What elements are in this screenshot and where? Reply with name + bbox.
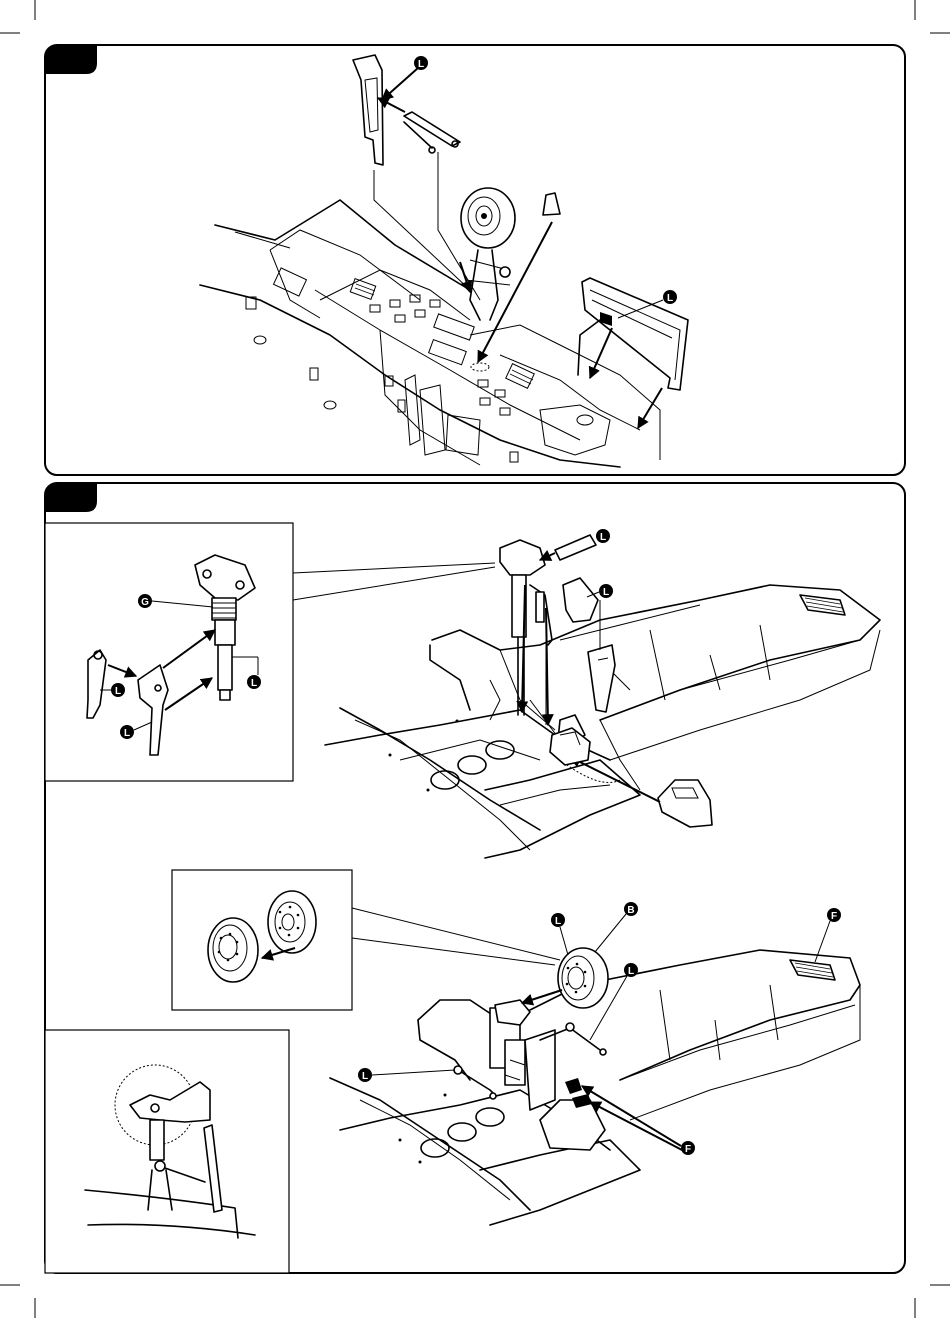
part-label-G: G xyxy=(138,594,152,608)
gear-door-part xyxy=(353,55,383,165)
svg-text:F: F xyxy=(685,1144,691,1155)
part-label-L-fairing: L xyxy=(599,584,613,598)
main-wheel-assembly xyxy=(461,188,515,320)
upper-wing-drawing xyxy=(325,585,880,858)
nacelle-cap-part xyxy=(658,780,712,827)
part-label-F-top: F xyxy=(827,908,841,922)
svg-text:B: B xyxy=(627,905,634,916)
part-label-L-top: L xyxy=(596,529,610,543)
svg-text:L: L xyxy=(555,916,561,927)
svg-text:G: G xyxy=(141,597,149,608)
svg-text:L: L xyxy=(600,532,606,543)
step-number-tab-1 xyxy=(45,45,97,74)
part-label-L-rod: L xyxy=(624,963,638,977)
svg-text:L: L xyxy=(362,1071,368,1082)
step-panel-1: L L xyxy=(45,45,905,475)
part-label-L-left: L xyxy=(358,1068,372,1082)
svg-text:L: L xyxy=(115,686,121,697)
inset-wheel-halves xyxy=(172,870,560,1010)
part-label-L-inset-actuator: L xyxy=(111,683,125,697)
part-label-L-wheel: L xyxy=(551,913,565,927)
lower-gear-assembly xyxy=(454,1000,606,1110)
part-label-L-2: L xyxy=(663,290,677,304)
step-number-tab-2 xyxy=(45,483,97,512)
svg-text:L: L xyxy=(603,587,609,598)
upper-leg-assembly xyxy=(500,540,552,725)
fairing-part xyxy=(563,578,598,622)
svg-text:L: L xyxy=(667,293,673,304)
part-label-L-inset-strut: L xyxy=(247,675,261,689)
svg-text:L: L xyxy=(628,966,634,977)
main-door-part xyxy=(588,645,615,712)
small-cone-part xyxy=(543,193,560,215)
inset-installed-view xyxy=(45,1030,289,1273)
part-label-L-1: L xyxy=(414,56,428,70)
svg-text:L: L xyxy=(418,59,424,70)
lower-wheel-part xyxy=(558,948,608,1008)
svg-text:F: F xyxy=(831,911,837,922)
inset-leg-assembly: G L L L xyxy=(45,523,495,781)
svg-text:L: L xyxy=(124,728,130,739)
fuselage-drawing xyxy=(200,200,660,467)
part-label-F-bottom: F xyxy=(681,1141,695,1155)
actuator-rod-part xyxy=(404,112,460,153)
svg-text:L: L xyxy=(251,678,257,689)
part-label-L-inset-bracket: L xyxy=(120,725,134,739)
part-label-B: B xyxy=(624,902,638,916)
step-panel-2: G L L L xyxy=(45,483,905,1273)
small-door-part xyxy=(555,535,596,560)
